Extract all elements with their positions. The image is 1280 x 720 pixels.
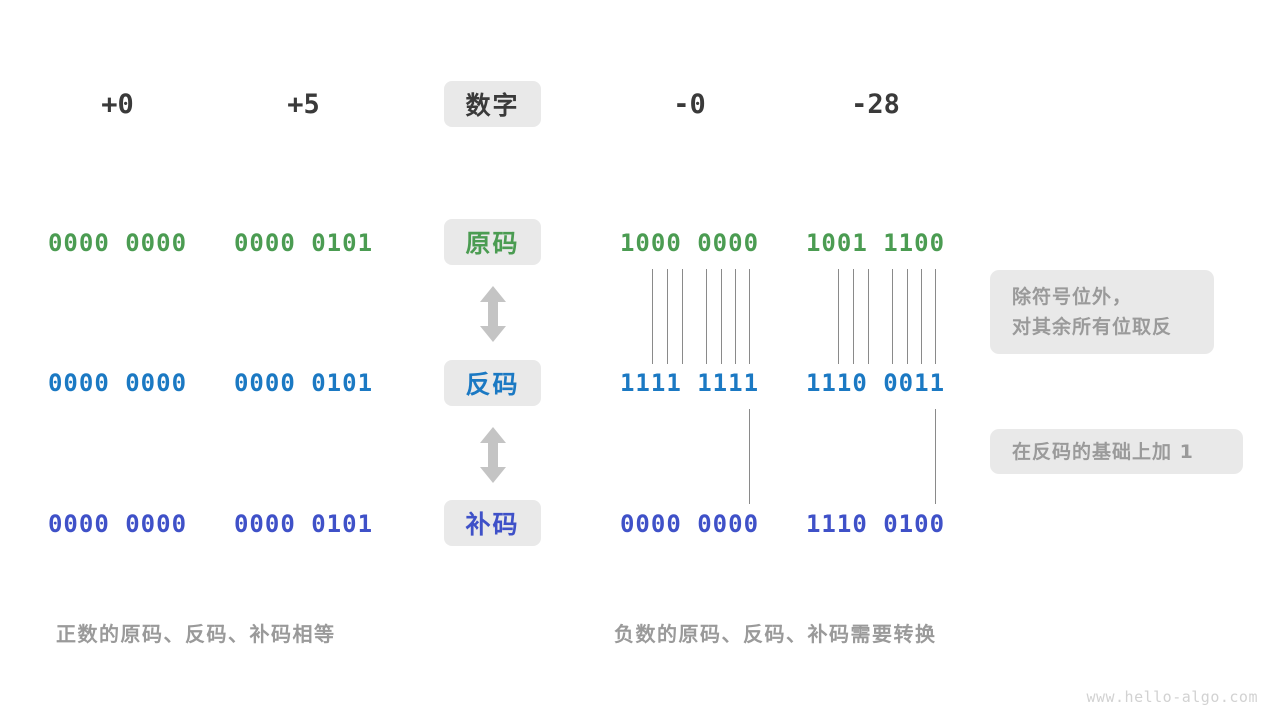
connector-line: [667, 269, 668, 364]
cell-twos-complement-positive-zero: 0000 0000: [47, 510, 188, 538]
connector-line: [868, 269, 869, 364]
caption-negative: 负数的原码、反码、补码需要转换: [614, 622, 937, 646]
caption-positive: 正数的原码、反码、补码相等: [56, 622, 336, 646]
connector-line: [935, 409, 936, 504]
connector-line: [749, 409, 750, 504]
cell-sign-magnitude-negative-zero: 1000 0000: [619, 229, 760, 257]
connector-line: [853, 269, 854, 364]
up-down-arrow-icon-ones-to-twos: [476, 426, 510, 484]
header-positive-five: +5: [287, 88, 320, 120]
row-label-sign-magnitude: 原码: [444, 219, 541, 265]
connector-line: [892, 269, 893, 364]
connector-line: [838, 269, 839, 364]
cell-ones-complement-negative-zero: 1111 1111: [619, 369, 760, 397]
header-label-chip: 数字: [444, 81, 541, 127]
watermark: www.hello-algo.com: [1086, 688, 1258, 706]
note-add-one: 在反码的基础上加 1: [990, 429, 1243, 474]
note-invert-bits-line2: 对其余所有位取反: [1012, 316, 1173, 338]
cell-twos-complement-positive-five: 0000 0101: [233, 510, 374, 538]
connector-line: [735, 269, 736, 364]
header-negative-twentyeight: -28: [851, 88, 900, 120]
connector-line: [935, 269, 936, 364]
note-invert-bits-line1: 除符号位外，: [1012, 286, 1133, 308]
note-invert-bits: 除符号位外， 对其余所有位取反: [990, 270, 1214, 354]
cell-twos-complement-negative-zero: 0000 0000: [619, 510, 760, 538]
cell-sign-magnitude-positive-five: 0000 0101: [233, 229, 374, 257]
connector-line: [706, 269, 707, 364]
cell-sign-magnitude-negative-twentyeight: 1001 1100: [805, 229, 946, 257]
connector-line: [749, 269, 750, 364]
cell-ones-complement-negative-twentyeight: 1110 0011: [805, 369, 946, 397]
note-add-one-text: 在反码的基础上加 1: [1012, 440, 1194, 463]
connector-line: [721, 269, 722, 364]
up-down-arrow-icon-sign-to-ones: [476, 285, 510, 343]
cell-ones-complement-positive-zero: 0000 0000: [47, 369, 188, 397]
connector-line: [921, 269, 922, 364]
row-label-ones-complement: 反码: [444, 360, 541, 406]
cell-sign-magnitude-positive-zero: 0000 0000: [47, 229, 188, 257]
cell-twos-complement-negative-twentyeight: 1110 0100: [805, 510, 946, 538]
cell-ones-complement-positive-five: 0000 0101: [233, 369, 374, 397]
header-positive-zero: +0: [101, 88, 134, 120]
connector-line: [652, 269, 653, 364]
connector-line: [907, 269, 908, 364]
row-label-twos-complement: 补码: [444, 500, 541, 546]
header-negative-zero: -0: [673, 88, 706, 120]
connector-line: [682, 269, 683, 364]
